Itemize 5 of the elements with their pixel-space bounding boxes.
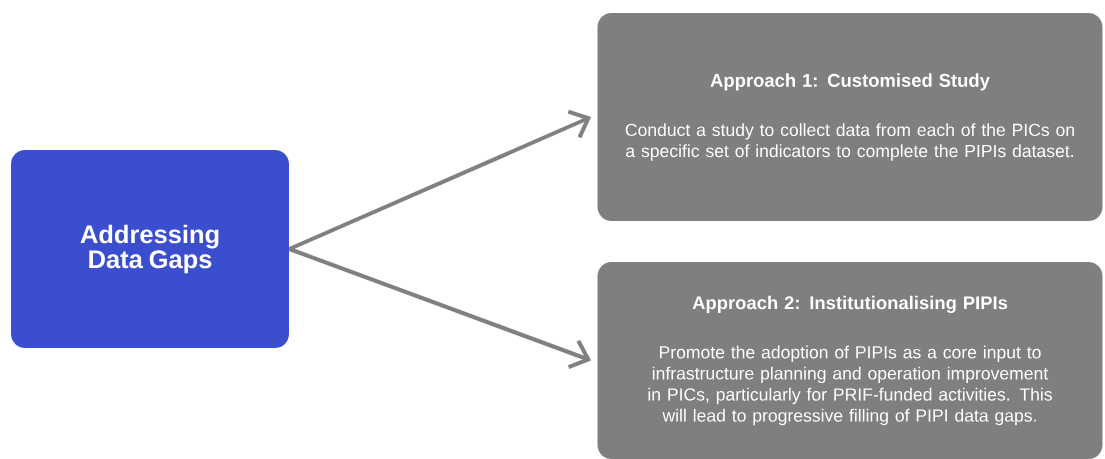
topic-box: Addressing Data Gaps: [11, 150, 289, 348]
approach-box: Approach 1: Customised Study Conduct a study to collect data from each of the PICs on a specific set of indicators to complete the PIPIs dataset.: [597, 13, 1103, 221]
arrow: [288, 247, 592, 370]
arrow: [288, 109, 592, 251]
approach-box: Approach 2: Institutionalising PIPIs Promote the adoption of PIPIs as a core input to infrastructure planning and operation improvement in PICs, particularly for PRIF-funded activities. This will lead to progressive filling of PIPI data gaps.: [597, 262, 1103, 459]
